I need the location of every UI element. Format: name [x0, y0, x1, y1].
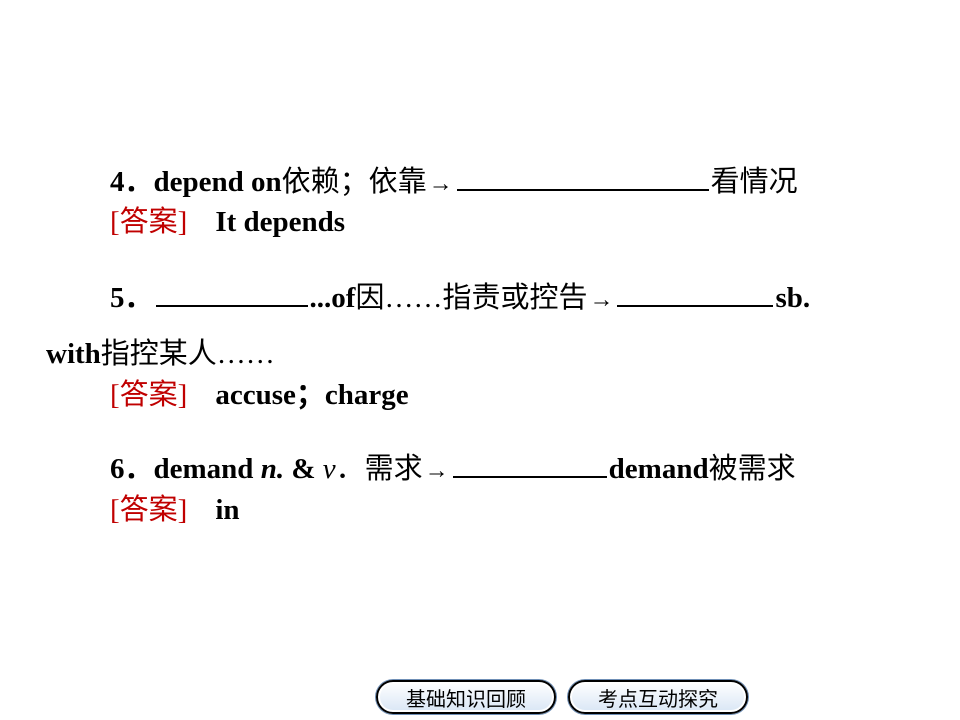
item-6-question: 6．demand n. & v．需求→demand被需求 — [110, 450, 796, 486]
meaning: 指控某人…… — [100, 338, 275, 370]
answer-text: in — [215, 494, 240, 526]
ampersand: & — [291, 453, 316, 485]
item-4-answer: [答案] It depends — [110, 204, 345, 240]
item-number: 6． — [110, 453, 154, 485]
meaning: 需求 — [364, 453, 423, 485]
item-6-answer: [答案] in — [110, 492, 240, 528]
pos-verb: v — [322, 453, 336, 485]
explore-nav-button[interactable]: 考点互动探究 — [568, 680, 748, 714]
item-number: 5． — [110, 282, 154, 314]
after-blank: ...of — [309, 282, 356, 314]
fill-blank[interactable] — [155, 279, 308, 307]
term: demand — [153, 453, 254, 485]
after-blank-cn: 被需求 — [708, 453, 796, 485]
term: with — [46, 338, 101, 370]
arrow-icon: → — [424, 458, 449, 484]
fill-blank[interactable] — [617, 279, 774, 307]
answer-text: It depends — [215, 206, 346, 238]
after-blank: 看情况 — [710, 166, 798, 198]
item-number: 4． — [110, 166, 154, 198]
answer-label: [答案] — [110, 494, 188, 526]
arrow-icon: → — [589, 287, 614, 313]
answer-label: [答案] — [110, 379, 188, 411]
after-blank: sb. — [775, 282, 811, 314]
meaning: 依赖；依靠 — [281, 166, 427, 198]
pos-noun: n. — [260, 453, 285, 485]
review-nav-button[interactable]: 基础知识回顾 — [376, 680, 556, 714]
arrow-icon: → — [428, 171, 453, 197]
item-5-question: 5． ...of因……指责或控告→ sb. — [110, 279, 810, 315]
answer-label: [答案] — [110, 206, 188, 238]
item-4-question: 4．depend on依赖；依靠→ 看情况 — [110, 163, 798, 199]
fill-blank[interactable] — [452, 450, 607, 478]
term: depend on — [153, 166, 282, 198]
item-5-answer: [答案] accuse；charge — [110, 377, 409, 413]
meaning: 因……指责或控告 — [355, 282, 588, 314]
fill-blank[interactable] — [456, 163, 709, 191]
answer-text: accuse；charge — [215, 379, 409, 411]
after-blank: demand — [608, 453, 709, 485]
item-5-question-cont: with指控某人…… — [46, 336, 275, 372]
pos-dot: ． — [335, 453, 365, 485]
